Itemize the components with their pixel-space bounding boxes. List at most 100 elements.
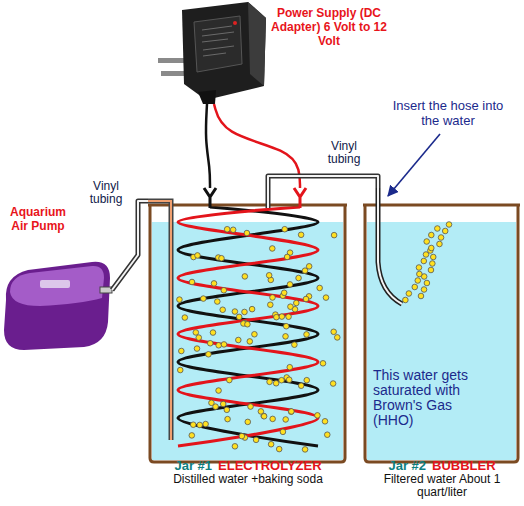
leader-arrow: [388, 134, 440, 196]
gas-bubble: [221, 342, 227, 348]
gas-bubble: [227, 377, 233, 383]
gas-bubble: [182, 315, 188, 321]
aquarium-pump: [10, 266, 104, 306]
tube-core: [112, 201, 148, 290]
note-text: This water gets saturated with Brown's G…: [373, 368, 469, 428]
jar-title: ELECTROLYZER: [218, 458, 322, 473]
gas-bubble: [435, 226, 441, 232]
gas-bubble: [412, 284, 418, 290]
jar-contents: Distilled water +baking soda: [173, 473, 323, 486]
vinyl-tubing: [112, 201, 148, 290]
text-block: Aquarium Air Pump: [4, 205, 72, 233]
gas-bubble: [287, 364, 293, 370]
aquarium-pump: [4, 262, 112, 350]
jar-outline: [363, 204, 520, 207]
gas-bubble: [421, 258, 427, 264]
air-tube: [148, 188, 402, 440]
gas-bubble: [289, 409, 295, 415]
gas-bubble: [210, 330, 216, 336]
gas-bubble: [330, 381, 336, 387]
gas-bubble: [247, 339, 253, 345]
gas-bubble: [194, 346, 200, 352]
jar-outline: [365, 205, 518, 462]
gas-bubble: [196, 335, 202, 341]
text-line: Filtered water About 1 quart/liter: [367, 473, 517, 499]
electrolyzer-jar: Jar #1ELECTROLYZERDistilled water +bakin…: [148, 188, 348, 488]
gas-bubble: [403, 297, 409, 303]
gas-bubble: [322, 419, 328, 425]
gas-bubble: [417, 271, 423, 277]
gas-bubble: [195, 253, 201, 259]
power-adapter: [198, 90, 216, 104]
gas-bubble: [334, 335, 340, 341]
gas-bubble: [270, 295, 276, 301]
power-adapter: [161, 71, 185, 76]
gas-bubble: [249, 306, 255, 312]
gas-bubble: [239, 433, 245, 439]
text-block: Jar #2 BUBBLERFiltered water About 1 quar…: [367, 458, 517, 499]
vinyl-tubing: [268, 176, 378, 188]
power-adapter: [202, 26, 234, 56]
jar-title: BUBBLER: [432, 458, 496, 473]
power-adapter: [233, 21, 237, 25]
gas-bubble: [428, 267, 434, 273]
jar-outline: [148, 205, 520, 462]
power-wire: [206, 104, 210, 188]
gas-bubble: [283, 417, 289, 423]
gas-bubble: [416, 265, 422, 271]
gas-bubble: [302, 268, 308, 274]
gas-bubble: [177, 367, 183, 373]
gas-bubble: [304, 377, 310, 383]
gas-bubble: [267, 379, 273, 385]
gas-bubble: [279, 377, 285, 383]
gas-bubble: [268, 441, 274, 447]
gas-bubble: [211, 281, 217, 287]
gas-bubble: [189, 279, 195, 285]
gas-bubble: [220, 401, 226, 407]
gas-bubble: [258, 409, 264, 415]
gas-bubble: [220, 307, 226, 313]
jar-outline: [150, 205, 345, 462]
electrode-terminal: [204, 188, 306, 208]
air-pump: Aquarium Air Pump: [0, 200, 112, 352]
gas-bubble: [203, 421, 209, 427]
edge-label: Vinyl tubing: [322, 140, 366, 166]
gas-bubble: [428, 245, 434, 251]
gas-bubble: [232, 309, 238, 315]
text-line: Jar #2 BUBBLER: [367, 458, 517, 473]
air-tube: [378, 188, 402, 304]
power-adapter: [248, 2, 266, 86]
air-tube: [267, 188, 269, 208]
anode-coil: [178, 207, 318, 446]
jar-water: [367, 222, 516, 460]
gas-bubble: [232, 444, 238, 450]
gas-bubble: [193, 330, 199, 336]
jar-number: Jar #2: [388, 458, 426, 473]
gas-bubble: [284, 254, 290, 260]
gas-bubble: [429, 232, 435, 238]
gas-bubble: [282, 226, 288, 232]
gas-bubble: [216, 388, 222, 394]
air-tube: [148, 201, 171, 440]
gas-bubble: [268, 302, 274, 308]
electrode-terminal: [294, 188, 306, 208]
air-tube: [266, 188, 271, 208]
gas-bubble: [221, 287, 227, 293]
text-line: Distilled water +baking soda: [148, 473, 348, 486]
bubbler-jar: This water gets saturated with Brown's G…: [363, 188, 521, 501]
gas-bubble: [219, 255, 225, 261]
gas-bubble: [177, 297, 183, 303]
note-label: Insert the hose into the water: [392, 98, 504, 128]
gas-bubble: [274, 314, 280, 320]
gas-bubble: [304, 332, 310, 338]
gas-bubble: [197, 422, 203, 428]
gas-bubble: [230, 227, 236, 233]
gas-bubble: [206, 352, 212, 358]
gas-bubble: [190, 422, 196, 428]
text-block: Power Supply (DC Adapter) 6 Volt to 12 V…: [265, 6, 393, 48]
gas-bubble: [244, 230, 250, 236]
gas-bubble: [437, 241, 443, 247]
aquarium-pump: [100, 287, 112, 293]
gas-bubble: [276, 446, 282, 452]
